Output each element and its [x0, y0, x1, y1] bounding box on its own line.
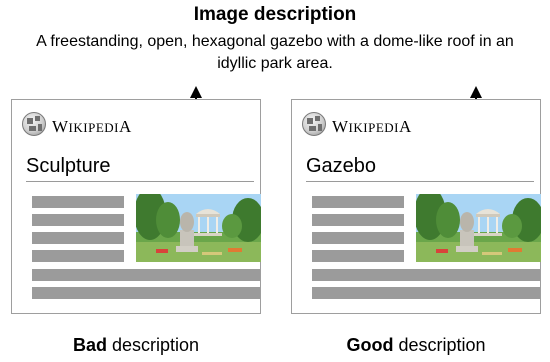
image-description-heading: Image description	[193, 4, 357, 25]
text-line-placeholder	[312, 232, 404, 244]
caption-rest: description	[106, 335, 200, 355]
image-description-text: A freestanding, open, hexagonal gazebo w…	[36, 33, 514, 72]
wikipedia-article-card-sculpture: WIKIPEDIA Sculpture	[11, 99, 261, 314]
title-divider	[26, 181, 254, 182]
article-title: Gazebo	[306, 155, 377, 177]
text-line-placeholder	[32, 269, 260, 281]
wordmark-first: W	[332, 117, 349, 136]
wikipedia-globe-icon	[22, 112, 46, 136]
caption-strong: Bad	[72, 335, 107, 355]
text-line-placeholder	[32, 214, 124, 226]
good-description-caption: Good description	[291, 335, 541, 356]
bad-description-caption: Bad description	[11, 335, 261, 356]
wikipedia-article-card-gazebo: WIKIPEDIA Gazebo	[291, 99, 541, 314]
wordmark-middle: IKIPEDI	[68, 120, 119, 135]
gazebo-photo	[136, 194, 261, 262]
wordmark-middle: IKIPEDI	[348, 120, 399, 135]
text-line-placeholder	[32, 287, 260, 299]
wordmark-last: A	[118, 117, 132, 136]
gazebo-photo	[416, 194, 541, 262]
wikipedia-wordmark: WIKIPEDIA	[52, 117, 132, 137]
wikipedia-globe-icon	[302, 112, 326, 136]
text-line-placeholder	[32, 196, 124, 208]
caption-rest: description	[393, 335, 486, 355]
wikipedia-wordmark: WIKIPEDIA	[332, 117, 412, 137]
text-line-placeholder	[312, 269, 540, 281]
text-line-placeholder	[32, 232, 124, 244]
wordmark-first: W	[52, 117, 69, 136]
text-line-placeholder	[312, 287, 540, 299]
title-divider	[306, 181, 534, 182]
text-line-placeholder	[312, 250, 404, 262]
text-line-placeholder	[312, 214, 404, 226]
wordmark-last: A	[398, 117, 412, 136]
text-line-placeholder	[312, 196, 404, 208]
caption-strong: Good	[346, 335, 394, 355]
text-line-placeholder	[32, 250, 124, 262]
article-title: Sculpture	[26, 155, 111, 177]
